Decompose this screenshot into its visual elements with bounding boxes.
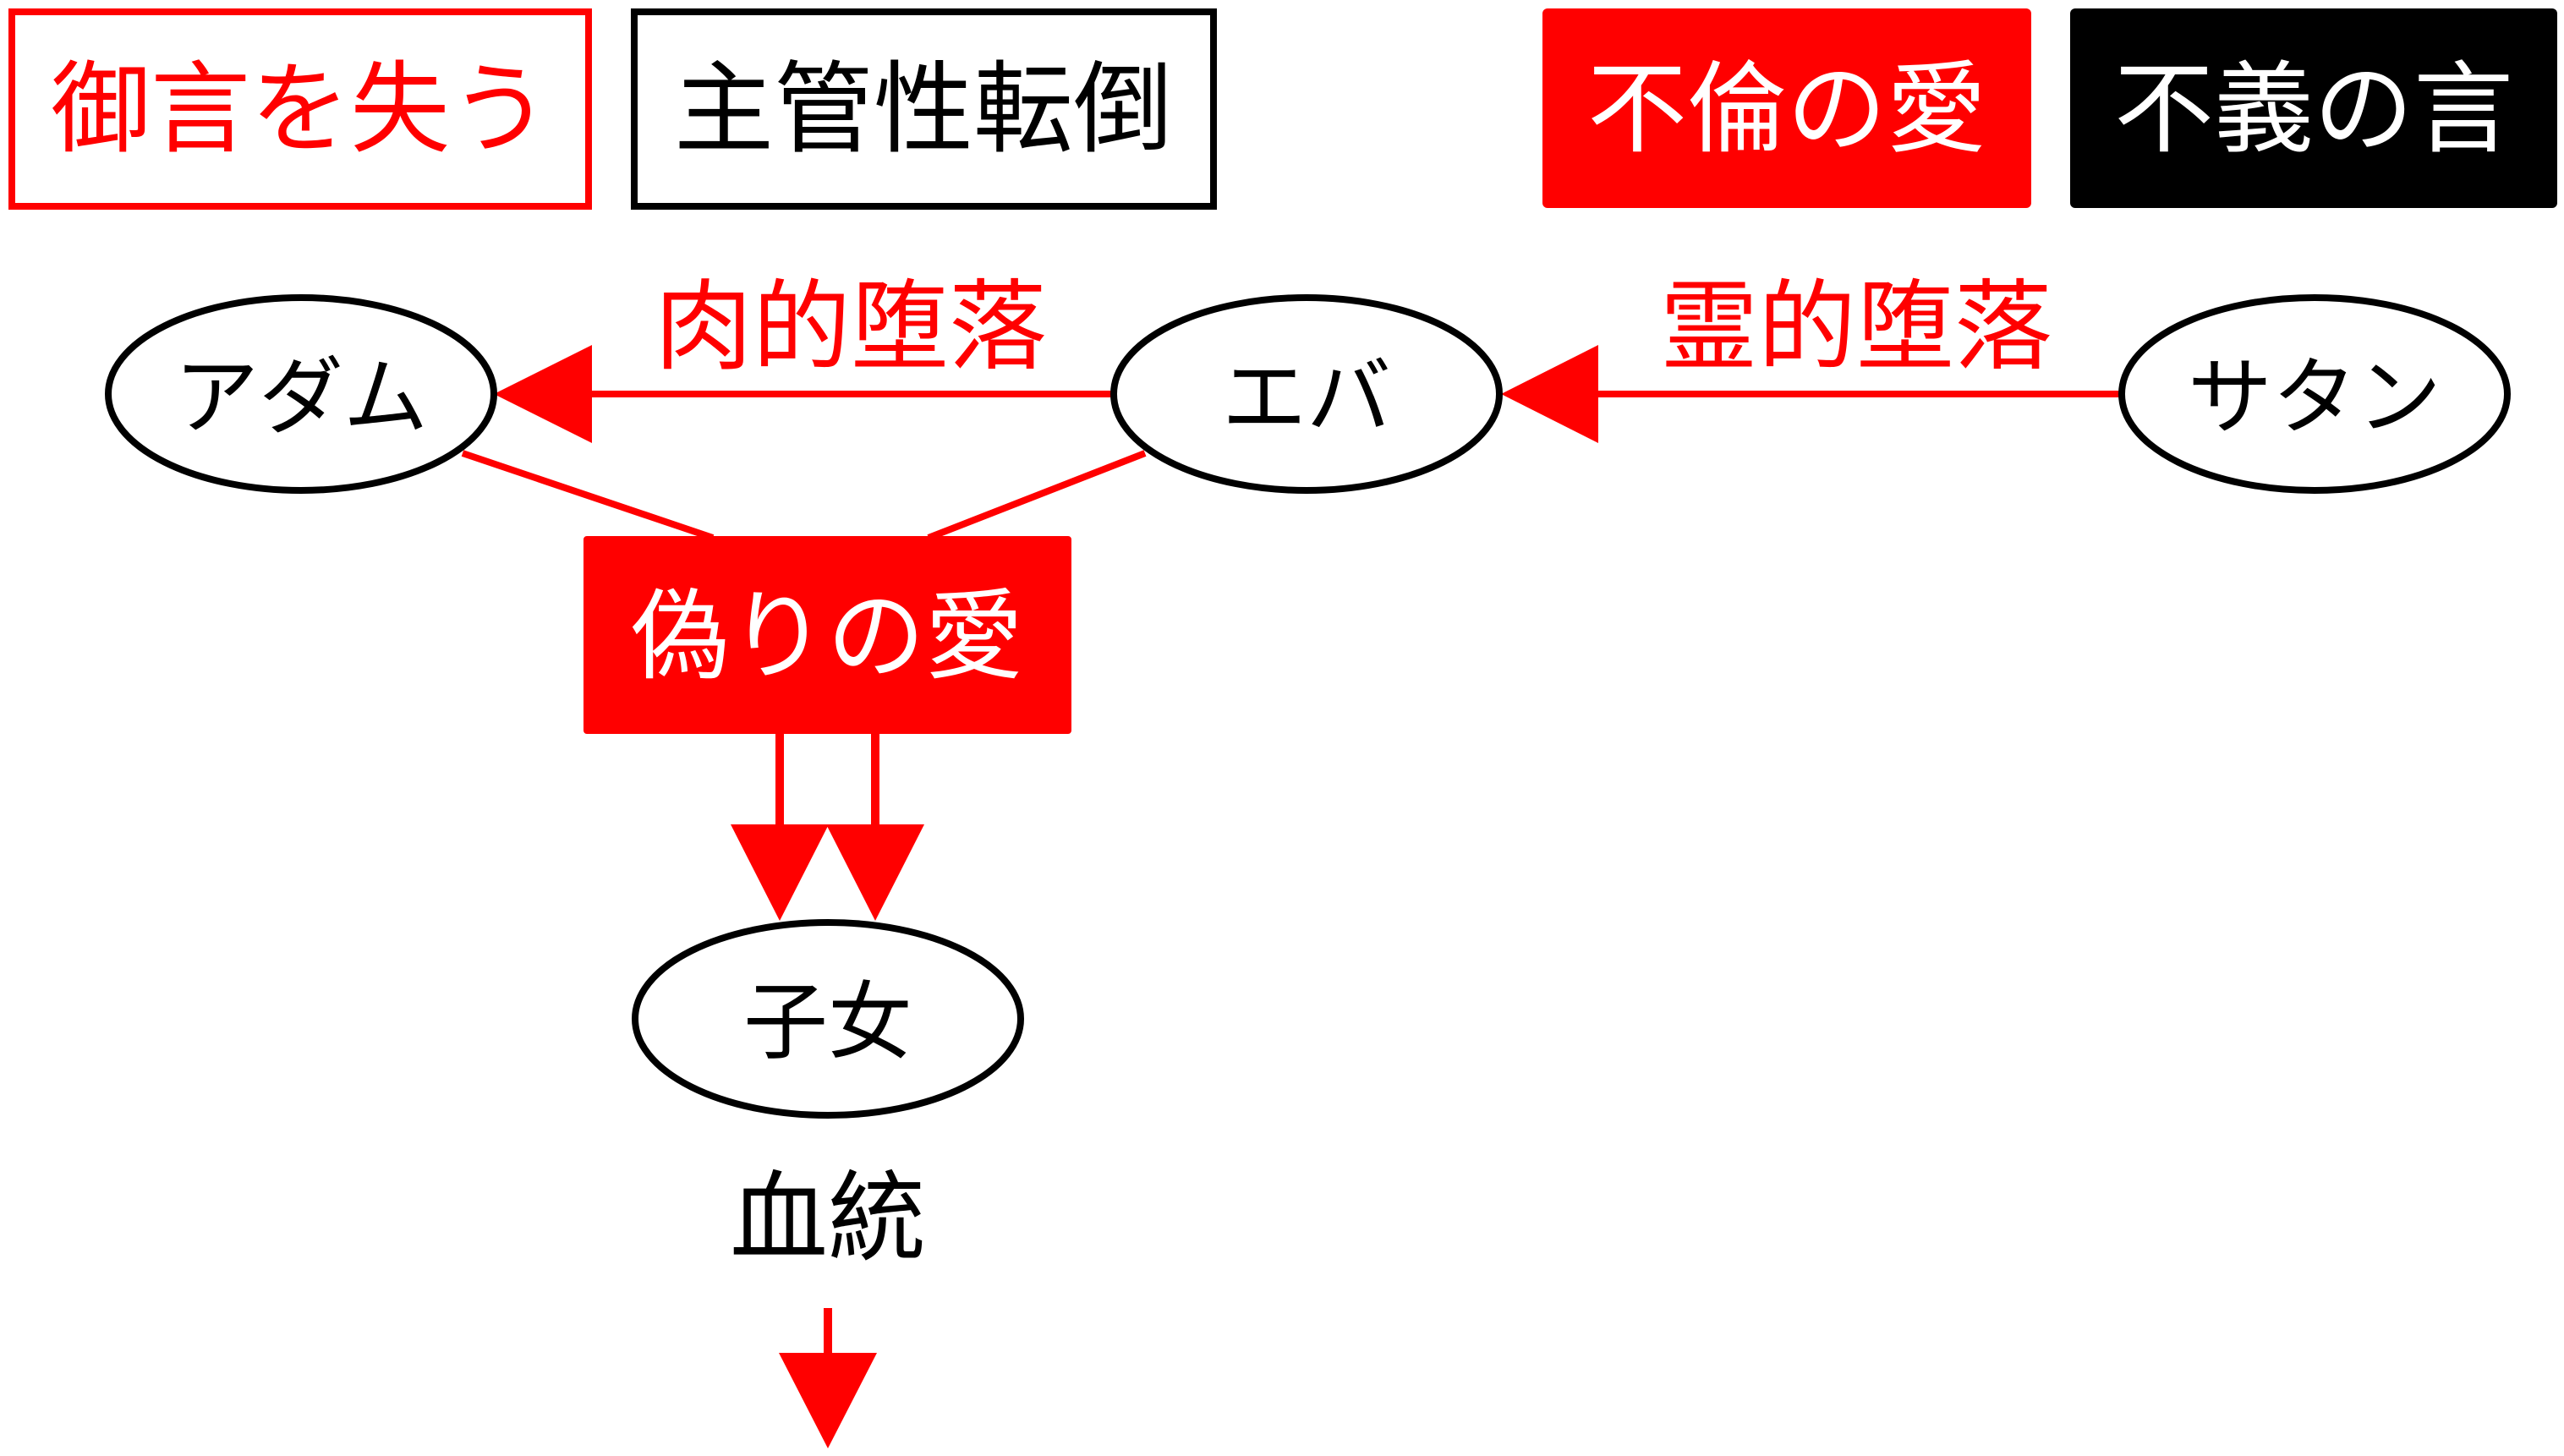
spiritual-fall-label: 霊的堕落 (1660, 271, 2052, 385)
node-adam-label: アダム (174, 348, 428, 447)
false-love-to-children-arrows (731, 734, 924, 921)
physical-fall-label: 肉的堕落 (655, 271, 1047, 385)
arrowhead-icon (731, 824, 829, 921)
physical-fall-arrow (494, 345, 1112, 443)
arrowhead-icon (494, 345, 592, 443)
arrowhead-icon (1501, 345, 1598, 443)
node-satan-label: サタン (2188, 348, 2441, 447)
legend-unrighteous-word-label: 不義の言 (2114, 51, 2513, 167)
legend-dominion-reversal-label: 主管性転倒 (674, 51, 1173, 167)
legend-dominion-reversal: 主管性転倒 (631, 8, 1217, 210)
legend-lose-word-label: 御言を失う (51, 51, 550, 167)
legend-illicit-love: 不倫の愛 (1542, 8, 2031, 208)
false-love-box: 偽りの愛 (583, 536, 1071, 734)
node-adam: アダム (105, 294, 497, 494)
arrowhead-icon (826, 824, 924, 921)
lineage-arrow (779, 1308, 877, 1448)
false-love-label: 偽りの愛 (631, 580, 1023, 694)
eve-to-false-love-line (927, 450, 1147, 541)
node-satan: サタン (2118, 294, 2511, 494)
spiritual-fall-arrow (1501, 345, 2123, 443)
node-children: 子女 (632, 919, 1024, 1119)
lineage-label: 血統 (730, 1162, 926, 1276)
legend-lose-word: 御言を失う (8, 8, 592, 210)
node-eve: エバ (1110, 294, 1503, 494)
node-eve-label: エバ (1222, 348, 1391, 447)
legend-unrighteous-word: 不義の言 (2070, 8, 2557, 208)
node-children-label: 子女 (743, 973, 912, 1072)
adam-to-false-love-line (461, 450, 715, 541)
legend-illicit-love-label: 不倫の愛 (1587, 51, 1986, 167)
arrowhead-icon (779, 1353, 877, 1448)
